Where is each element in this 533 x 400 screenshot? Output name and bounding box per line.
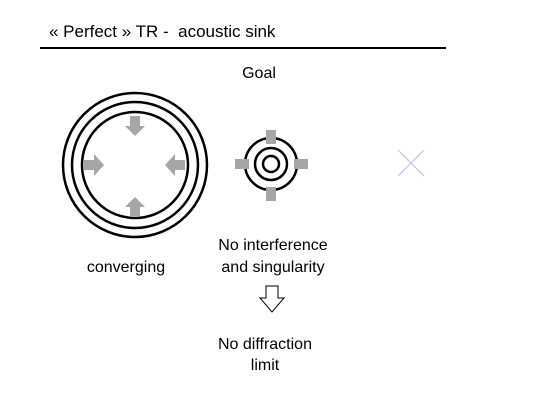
no-interference-label: No interference [218, 237, 328, 254]
arrow-left-icon [165, 154, 185, 176]
outer-ring [61, 91, 209, 239]
singularity-label: and singularity [221, 259, 325, 276]
arrow-down-icon [125, 116, 145, 136]
goal-markers [235, 130, 308, 201]
limit-label: limit [250, 357, 280, 374]
no-diffraction-label: No diffraction [218, 336, 312, 353]
converging-label: converging [86, 259, 166, 276]
title-underline [40, 47, 446, 49]
cross-mark-icon [397, 149, 425, 177]
converging-rings [61, 91, 209, 239]
goal-label: Goal [242, 65, 276, 82]
arrow-right-icon [84, 154, 104, 176]
goal-marker-bottom [266, 187, 276, 201]
goal-marker-left [235, 159, 249, 169]
inner-ring [80, 110, 190, 220]
converging-arrows [84, 116, 185, 216]
goal-inner-ring [261, 154, 281, 174]
goal-rings [243, 136, 299, 192]
slide-title: « Perfect » TR - acoustic sink [49, 22, 276, 41]
goal-marker-top [266, 130, 276, 144]
goal-marker-right [294, 159, 308, 169]
arrow-up-icon [125, 197, 145, 216]
outline-arrow-down-icon [258, 285, 286, 313]
goal-middle-ring [253, 146, 289, 182]
goal-outer-ring [243, 136, 299, 192]
middle-ring [70, 100, 200, 230]
